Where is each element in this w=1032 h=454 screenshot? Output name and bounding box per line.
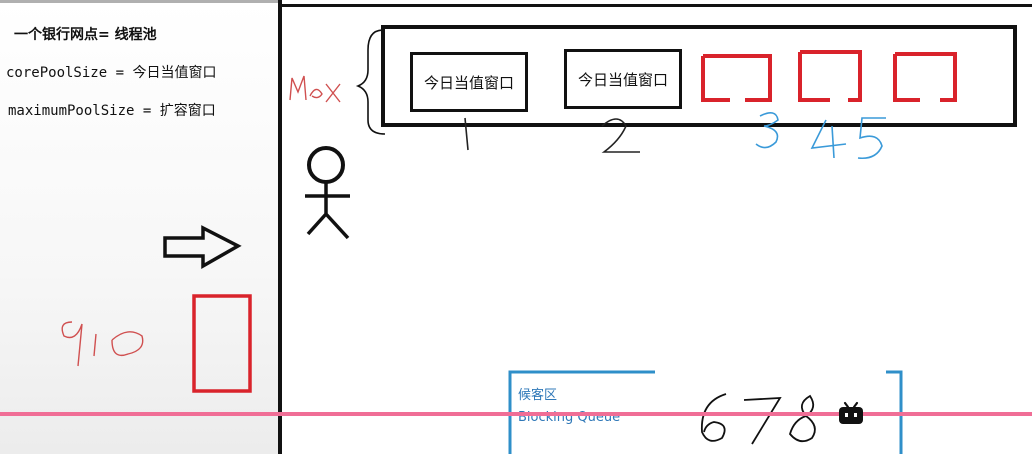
core-pool-value: 今日当值窗口 (132, 65, 217, 81)
handwritten-max (289, 75, 341, 103)
handwritten-3 (755, 112, 779, 149)
handwritten-8 (789, 394, 816, 443)
max-pool-line: maximumPoolSize = 扩容窗口 (8, 100, 216, 120)
panel-divider (278, 0, 282, 454)
expansion-window-5 (893, 52, 957, 102)
bank-top-border (278, 4, 1032, 7)
video-progress-line (0, 412, 1032, 416)
handwritten-6 (701, 393, 727, 442)
waiting-area-left-edge (508, 370, 655, 454)
expansion-window-3 (701, 54, 772, 102)
core-pool-eq: = (107, 65, 133, 81)
handwritten-5 (857, 117, 886, 160)
handwritten-2 (601, 118, 640, 153)
max-pool-eq: = (134, 103, 160, 119)
handwritten-910 (61, 321, 144, 367)
bilibili-icon[interactable] (836, 400, 866, 426)
bank-windows-box (381, 25, 1017, 127)
waiting-area-title: 候客区 (518, 388, 558, 403)
customer-body (305, 182, 350, 240)
service-window-1-label: 今日当值窗口 (423, 73, 514, 92)
handwritten-7 (743, 397, 782, 445)
core-pool-key: corePoolSize (6, 65, 108, 81)
max-pool-value: 扩容窗口 (159, 103, 216, 119)
core-pool-line: corePoolSize = 今日当值窗口 (6, 62, 216, 82)
service-window-1: 今日当值窗口 (410, 52, 528, 112)
red-waiting-window (192, 294, 252, 393)
max-brace (355, 29, 386, 135)
customer-head (307, 146, 345, 184)
max-pool-key: maximumPoolSize (8, 103, 135, 119)
heading-text: 一个银行网点= 线程池 (14, 27, 157, 43)
service-window-2: 今日当值窗口 (564, 49, 682, 109)
handwritten-4 (810, 119, 847, 159)
waiting-area-right-edge (886, 370, 903, 454)
left-notes-panel (0, 0, 278, 454)
arrow-icon (163, 225, 242, 270)
handwritten-1 (464, 117, 469, 151)
service-window-2-label: 今日当值窗口 (577, 70, 668, 89)
expansion-window-4 (798, 50, 862, 102)
top-line (0, 0, 278, 3)
